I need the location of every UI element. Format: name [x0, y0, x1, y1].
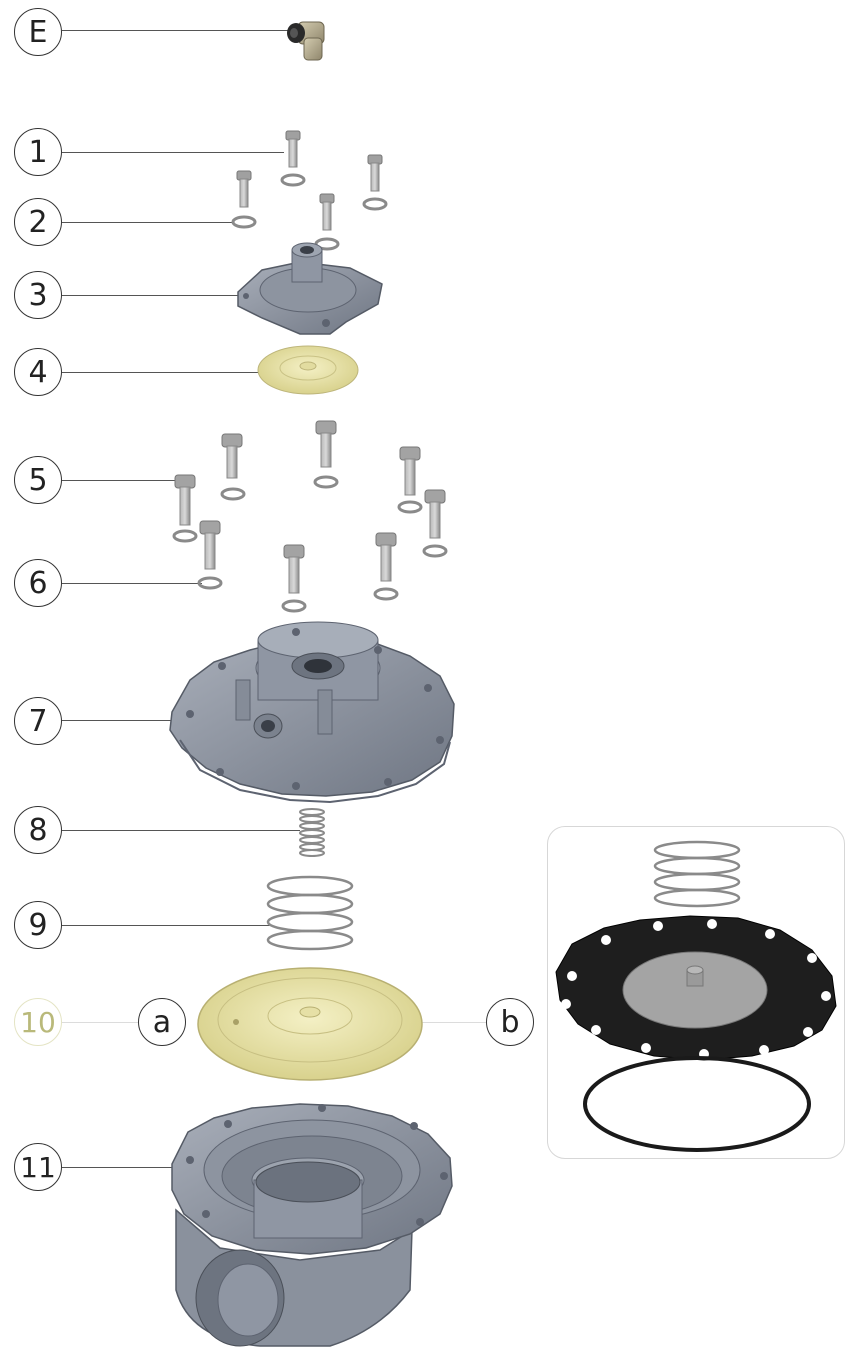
- callout-10[interactable]: 10: [14, 998, 62, 1046]
- leader-10b: [418, 1022, 486, 1023]
- callout-10a[interactable]: a: [138, 998, 186, 1046]
- leader-7: [62, 720, 172, 721]
- large-spring-part: [266, 875, 354, 951]
- pilot-cover-part: [237, 242, 383, 335]
- callout-E[interactable]: E: [14, 8, 62, 56]
- leader-6: [62, 583, 202, 584]
- callout-11[interactable]: 11: [14, 1143, 62, 1191]
- leader-2: [62, 222, 232, 223]
- large-bolts-part: [172, 420, 448, 613]
- callout-5[interactable]: 5: [14, 456, 62, 504]
- small-bolts-part: [231, 130, 388, 251]
- leader-5: [62, 480, 176, 481]
- leader-8: [62, 830, 300, 831]
- callout-4[interactable]: 4: [14, 348, 62, 396]
- small-diaphragm-part: [257, 345, 359, 395]
- main-diaphragm-part: [197, 967, 423, 1081]
- callout-9[interactable]: 9: [14, 901, 62, 949]
- callout-7[interactable]: 7: [14, 697, 62, 745]
- callout-1[interactable]: 1: [14, 128, 62, 176]
- callout-3[interactable]: 3: [14, 271, 62, 319]
- callout-10b[interactable]: b: [486, 998, 534, 1046]
- valve-body-part: [171, 1103, 453, 1347]
- elbow-fitting-part: [287, 21, 325, 61]
- leader-E: [62, 30, 294, 31]
- leader-11: [62, 1167, 172, 1168]
- leader-3: [62, 295, 240, 296]
- leader-1: [62, 152, 284, 153]
- leader-10: [62, 1022, 140, 1023]
- leader-4: [62, 372, 258, 373]
- leader-9: [62, 925, 272, 926]
- callout-8[interactable]: 8: [14, 806, 62, 854]
- callout-6[interactable]: 6: [14, 559, 62, 607]
- valve-cover-part: [169, 621, 455, 804]
- small-spring-part: [299, 808, 325, 857]
- callout-2[interactable]: 2: [14, 198, 62, 246]
- gasket-diaphragm-variant-part: [555, 840, 837, 1152]
